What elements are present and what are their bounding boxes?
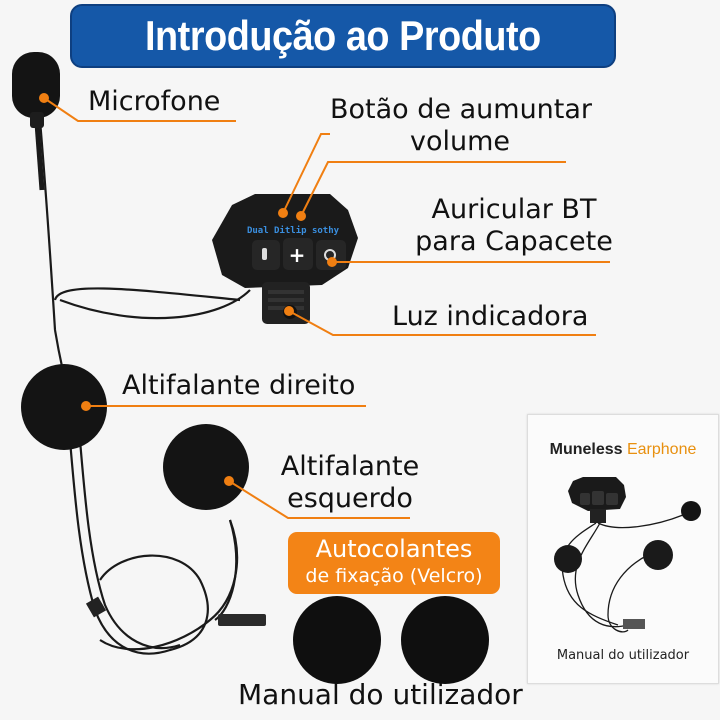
user-manual-card: Muneless Earphone Manual do utilizador	[527, 414, 719, 684]
cables	[38, 119, 251, 655]
label-volume-line2: volume	[409, 126, 511, 157]
label-indicator-light: Luz indicadora	[392, 301, 589, 332]
title-banner: Introdução ao Produto	[70, 4, 616, 68]
callout-dots	[39, 93, 337, 486]
audio-jack-icon	[218, 614, 266, 626]
velcro-badge-line2: de fixação (Velcro)	[305, 565, 483, 587]
headset-device: + Dual Ditlip sothy	[212, 194, 358, 324]
label-right-speaker: Altifalante direito	[122, 370, 356, 401]
manual-brand: Muneless Earphone	[528, 441, 718, 459]
label-headset-line2: para Capacete	[415, 226, 613, 257]
right-speaker-icon	[21, 364, 107, 450]
label-bt-headset: Auricular BT para Capacete	[408, 194, 620, 258]
svg-text:+: +	[289, 243, 306, 267]
microphone-icon	[12, 52, 60, 191]
brand-name: Muneless	[549, 441, 623, 458]
brand-product: Earphone	[626, 441, 697, 458]
velcro-pad-icon	[293, 596, 381, 684]
callout-lines	[43, 97, 610, 519]
velcro-badge: Autocolantes de fixação (Velcro)	[288, 532, 500, 594]
label-microphone: Microfone	[88, 86, 221, 117]
label-left-line1: Altifalante	[280, 451, 420, 482]
label-volume-line1: Botão de aumuntar	[330, 94, 593, 125]
velcro-pad-icon	[401, 596, 489, 684]
left-speaker-icon	[163, 424, 249, 510]
page-title: Introdução ao Produto	[145, 12, 541, 59]
manual-product-image	[554, 477, 701, 633]
label-left-speaker: Altifalante esquerdo	[272, 451, 428, 515]
cable-splitter-icon	[85, 596, 107, 618]
velcro-badge-line1: Autocolantes	[315, 535, 473, 563]
bottom-caption: Manual do utilizador	[238, 678, 523, 711]
manual-caption: Manual do utilizador	[556, 648, 690, 663]
label-volume-button: Botão de aumuntar volume	[330, 94, 593, 158]
svg-text:Dual Ditlip sothy: Dual Ditlip sothy	[247, 225, 340, 236]
label-left-line2: esquerdo	[287, 483, 413, 514]
label-headset-line1: Auricular BT	[431, 194, 597, 225]
